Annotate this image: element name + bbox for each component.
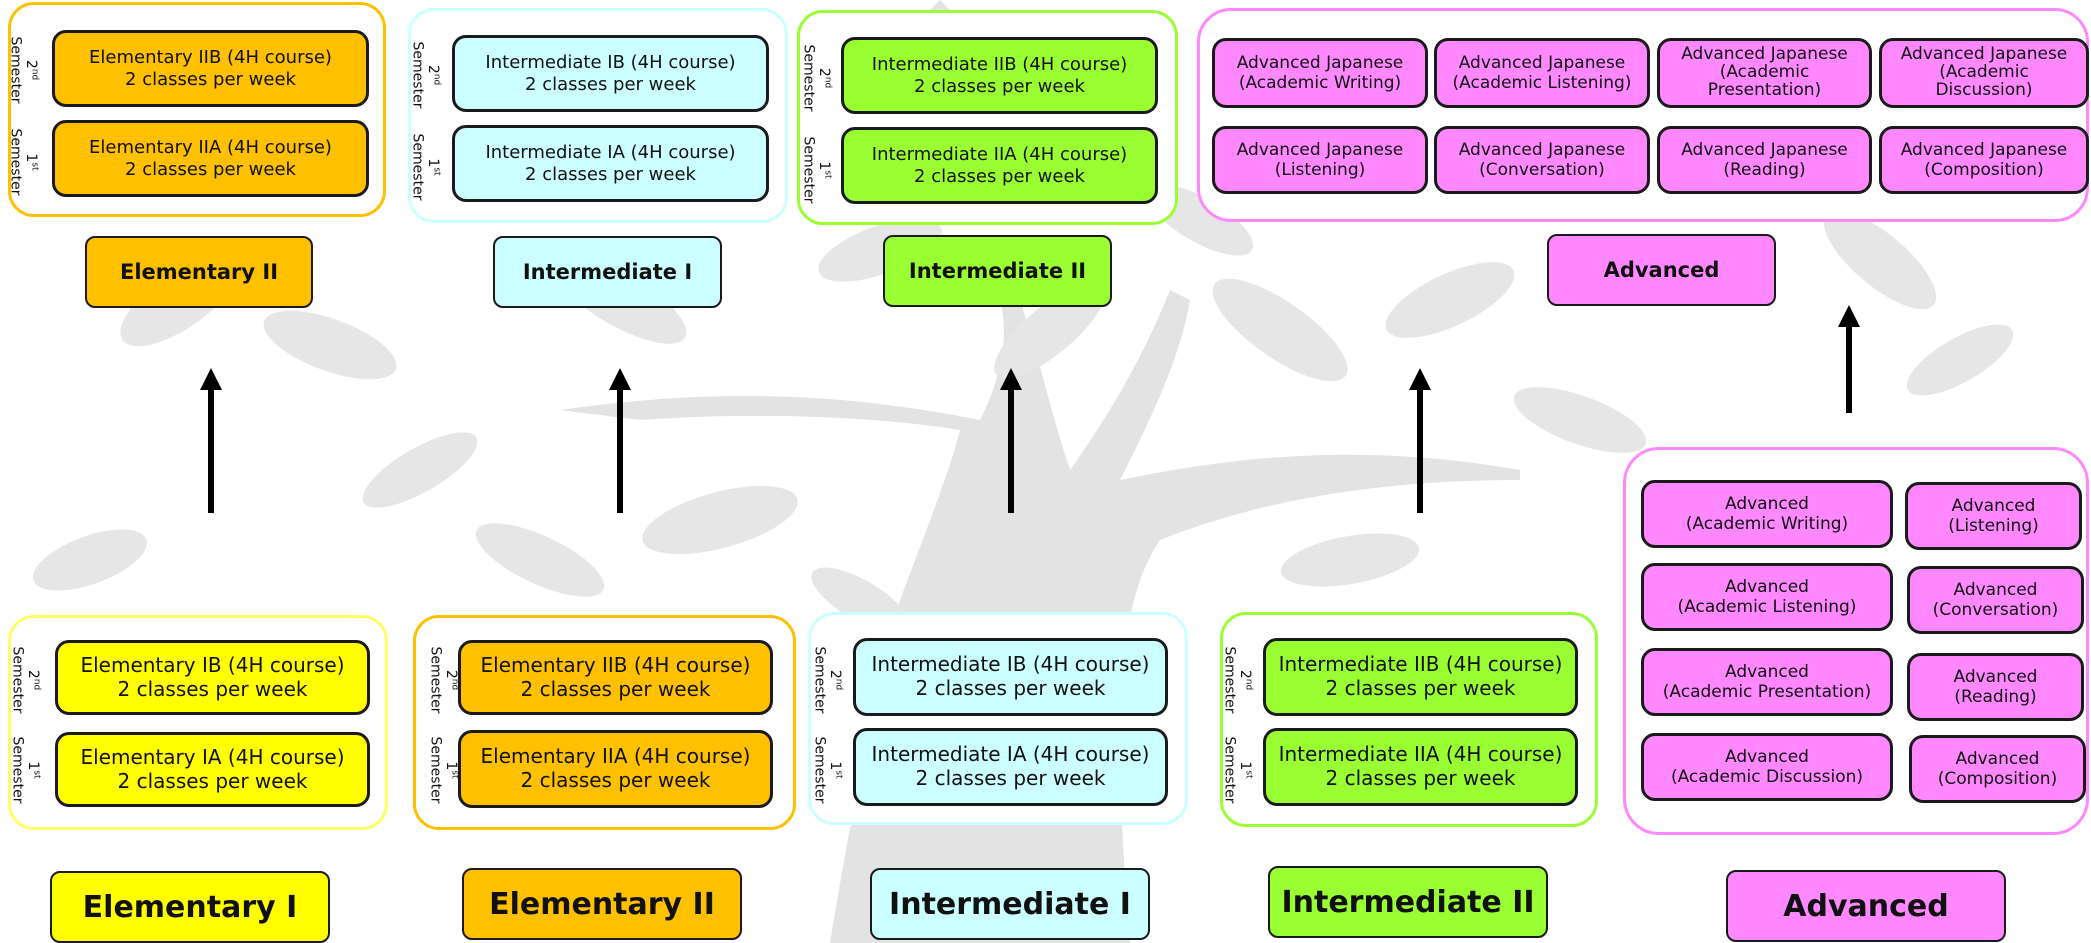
course-intermediate-iib[interactable]: Intermediate IIB (4H course) 2 classes p… (1263, 638, 1578, 716)
course-intermediate-ia[interactable]: Intermediate IA (4H course) 2 classes pe… (853, 728, 1168, 806)
semester-number: 1 (425, 158, 442, 168)
semester-label-2nd: 2nd Semester (1221, 640, 1254, 720)
semester-word: Semester (1221, 736, 1238, 804)
semester-suffix: st (431, 167, 442, 176)
semester-word: Semester (800, 44, 817, 112)
semester-suffix: nd (31, 678, 42, 691)
level-label-advanced: Advanced (1726, 870, 2006, 942)
course-elementary-ib[interactable]: Elementary IB (4H course) 2 classes per … (55, 640, 370, 715)
course-advanced-japanese-academic-writing[interactable]: Advanced Japanese (Academic Writing) (1212, 38, 1428, 108)
semester-suffix: st (833, 770, 844, 779)
semester-word: Semester (427, 736, 444, 804)
course-advanced-japanese-conversation[interactable]: Advanced Japanese (Conversation) (1434, 126, 1650, 194)
course-advanced-academic-listening[interactable]: Advanced (Academic Listening) (1641, 563, 1893, 631)
semester-number: 1 (827, 761, 844, 771)
level-label-elementary-1: Elementary I (50, 871, 330, 943)
semester-word: Semester (9, 736, 26, 804)
course-advanced-conversation[interactable]: Advanced (Conversation) (1907, 566, 2084, 634)
level-label-elementary-2-top: Elementary II (85, 236, 313, 308)
semester-number: 2 (425, 64, 442, 74)
semester-word: Semester (7, 36, 24, 104)
semester-word: Semester (9, 646, 26, 714)
semester-label-1st: 1st Semester (1221, 730, 1254, 810)
course-advanced-academic-presentation[interactable]: Advanced (Academic Presentation) (1641, 648, 1893, 716)
semester-label-2nd: 2nd Semester (7, 30, 40, 110)
course-intermediate-ia[interactable]: Intermediate IA (4H course) 2 classes pe… (452, 125, 769, 202)
course-advanced-japanese-academic-discussion[interactable]: Advanced Japanese (Academic Discussion) (1879, 38, 2089, 108)
semester-number: 2 (443, 669, 460, 679)
course-advanced-japanese-academic-presentation[interactable]: Advanced Japanese (Academic Presentation… (1657, 38, 1872, 108)
arrow-up-icon (200, 368, 222, 513)
level-label-advanced-top: Advanced (1547, 234, 1776, 306)
semester-label-1st: 1st Semester (7, 122, 40, 202)
semester-suffix: nd (822, 76, 833, 89)
arrow-up-icon (1409, 368, 1431, 513)
semester-word: Semester (800, 136, 817, 204)
course-elementary-iia[interactable]: Elementary IIA (4H course) 2 classes per… (458, 730, 773, 808)
course-advanced-japanese-composition[interactable]: Advanced Japanese (Composition) (1879, 126, 2089, 194)
semester-word: Semester (811, 646, 828, 714)
semester-number: 2 (827, 669, 844, 679)
course-advanced-composition[interactable]: Advanced (Composition) (1909, 735, 2086, 803)
level-label-intermediate-1: Intermediate I (870, 868, 1150, 940)
semester-label-1st: 1st Semester (800, 130, 833, 210)
semester-number: 2 (23, 59, 40, 69)
semester-suffix: nd (833, 678, 844, 691)
semester-word: Semester (409, 133, 426, 201)
semester-suffix: nd (29, 68, 40, 81)
level-label-intermediate-1-top: Intermediate I (493, 236, 722, 308)
semester-label-2nd: 2nd Semester (811, 640, 844, 720)
semester-suffix: st (822, 170, 833, 179)
semester-suffix: nd (1243, 678, 1254, 691)
semester-suffix: st (1243, 770, 1254, 779)
course-intermediate-iia[interactable]: Intermediate IIA (4H course) 2 classes p… (841, 127, 1158, 204)
semester-number: 1 (23, 153, 40, 163)
course-advanced-academic-writing[interactable]: Advanced (Academic Writing) (1641, 480, 1893, 548)
semester-label-1st: 1st Semester (9, 730, 42, 810)
course-elementary-iib[interactable]: Elementary IIB (4H course) 2 classes per… (458, 640, 773, 715)
arrow-up-icon (609, 368, 631, 513)
semester-label-2nd: 2nd Semester (800, 38, 833, 118)
semester-word: Semester (811, 736, 828, 804)
level-label-intermediate-2-top: Intermediate II (883, 235, 1112, 307)
semester-suffix: st (31, 770, 42, 779)
semester-number: 1 (816, 161, 833, 171)
course-intermediate-iib[interactable]: Intermediate IIB (4H course) 2 classes p… (841, 37, 1158, 114)
arrow-up-icon (1838, 305, 1860, 413)
arrow-up-icon (1000, 368, 1022, 513)
course-elementary-ia[interactable]: Elementary IA (4H course) 2 classes per … (55, 732, 370, 807)
semester-label-2nd: 2nd Semester (9, 640, 42, 720)
level-label-intermediate-2: Intermediate II (1268, 866, 1548, 938)
semester-number: 1 (1237, 761, 1254, 771)
semester-word: Semester (409, 41, 426, 109)
level-label-elementary-2: Elementary II (462, 868, 742, 940)
semester-suffix: nd (431, 73, 442, 86)
semester-number: 2 (816, 67, 833, 77)
semester-word: Semester (7, 128, 24, 196)
semester-word: Semester (427, 646, 444, 714)
semester-number: 2 (1237, 669, 1254, 679)
course-advanced-reading[interactable]: Advanced (Reading) (1907, 653, 2084, 721)
semester-number: 1 (25, 761, 42, 771)
course-intermediate-ib[interactable]: Intermediate IB (4H course) 2 classes pe… (452, 35, 769, 112)
course-elementary-iib[interactable]: Elementary IIB (4H course) 2 classes per… (52, 30, 369, 107)
semester-label-2nd: 2nd Semester (409, 35, 442, 115)
course-advanced-japanese-academic-listening[interactable]: Advanced Japanese (Academic Listening) (1434, 38, 1650, 108)
course-advanced-japanese-listening[interactable]: Advanced Japanese (Listening) (1212, 126, 1428, 194)
semester-suffix: st (29, 162, 40, 171)
semester-word: Semester (1221, 646, 1238, 714)
course-elementary-iia[interactable]: Elementary IIA (4H course) 2 classes per… (52, 120, 369, 197)
semester-number: 1 (443, 761, 460, 771)
course-intermediate-iia[interactable]: Intermediate IIA (4H course) 2 classes p… (1263, 728, 1578, 806)
course-advanced-japanese-reading[interactable]: Advanced Japanese (Reading) (1657, 126, 1872, 194)
semester-label-1st: 1st Semester (409, 127, 442, 207)
course-advanced-listening[interactable]: Advanced (Listening) (1905, 482, 2082, 550)
semester-label-1st: 1st Semester (811, 730, 844, 810)
semester-number: 2 (25, 669, 42, 679)
course-advanced-academic-discussion[interactable]: Advanced (Academic Discussion) (1641, 733, 1893, 801)
course-intermediate-ib[interactable]: Intermediate IB (4H course) 2 classes pe… (853, 638, 1168, 716)
